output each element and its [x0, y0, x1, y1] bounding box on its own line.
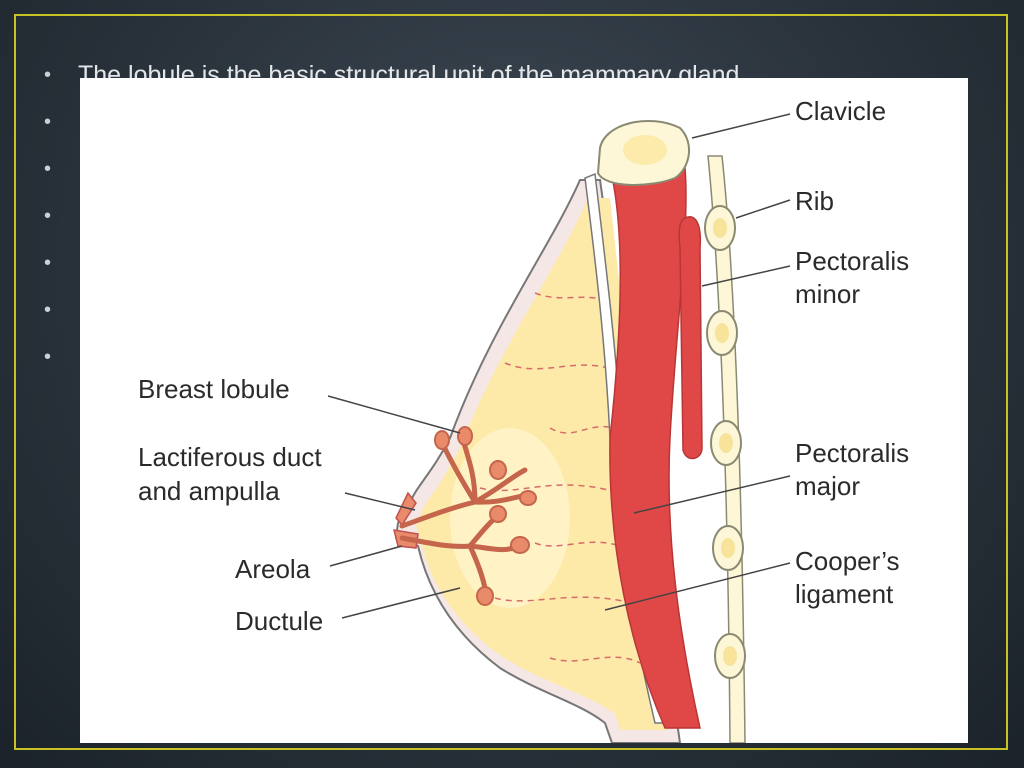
label-rib: Rib — [795, 186, 834, 216]
label-ductule: Ductule — [235, 606, 323, 636]
leader-ductule — [341, 587, 461, 619]
pectoralis-major-muscle — [609, 167, 701, 729]
lobule-6 — [510, 536, 530, 554]
label-pectoralis-major-line1: Pectoralis — [795, 438, 909, 468]
bullet-dot-icon: • — [44, 64, 52, 86]
label-coopers-ligament-line2: ligament — [795, 579, 894, 609]
label-pectoralis-minor-line2: minor — [795, 279, 860, 309]
anatomy-diagram: Clavicle Rib Pectoralis minor Pectoralis… — [138, 96, 909, 743]
rib-center — [713, 218, 727, 238]
leader-areola — [329, 545, 403, 567]
bullet-dot-icon: • — [44, 205, 52, 227]
rib-center — [719, 433, 733, 453]
leader-breast-lobule — [327, 395, 461, 434]
rib-center — [715, 323, 729, 343]
leader-pectoralis-major — [633, 475, 791, 514]
bullet-dot-icon: • — [44, 252, 52, 274]
pectoralis-minor-muscle — [678, 216, 703, 460]
lobule-2 — [457, 426, 473, 446]
lobule-5 — [489, 505, 507, 523]
rib-center — [723, 646, 737, 666]
bullet-item: • — [44, 287, 964, 334]
lobule-4 — [519, 490, 537, 506]
bullet-item: • — [44, 99, 964, 146]
bullet-item: • — [44, 334, 964, 381]
bullet-item: • — [44, 240, 964, 287]
slide-frame — [14, 14, 1008, 750]
lobule-3 — [489, 460, 507, 480]
label-coopers-ligament-line1: Cooper’s — [795, 546, 900, 576]
bullet-dot-icon: • — [44, 158, 52, 180]
label-lactiferous-duct-line2: and ampulla — [138, 476, 280, 506]
clavicle-highlight — [623, 135, 667, 165]
rib-center — [721, 538, 735, 558]
leader-rib — [735, 199, 791, 219]
leader-pectoralis-minor — [701, 265, 791, 287]
label-breast-lobule: Breast lobule — [138, 374, 290, 404]
leader-coopers-ligament — [604, 562, 791, 611]
label-areola: Areola — [235, 554, 311, 584]
label-pectoralis-minor-line1: Pectoralis — [795, 246, 909, 276]
bullet-item: • — [44, 193, 964, 240]
bullet-dot-icon: • — [44, 111, 52, 133]
leader-lactiferous-duct — [344, 492, 416, 511]
bullet-dot-icon: • — [44, 346, 52, 368]
label-clavicle: Clavicle — [795, 96, 886, 126]
breast-anatomy-figure: Clavicle Rib Pectoralis minor Pectoralis… — [80, 78, 968, 743]
label-lactiferous-duct-line1: Lactiferous duct — [138, 442, 322, 472]
tissue-highlight — [450, 428, 570, 608]
leader-lines — [327, 113, 791, 619]
lobule-7 — [476, 586, 494, 606]
bullet-dot-icon: • — [44, 299, 52, 321]
leader-clavicle — [691, 113, 791, 139]
label-pectoralis-major-line2: major — [795, 471, 860, 501]
lobule-1 — [434, 430, 450, 450]
bullet-item: • — [44, 146, 964, 193]
rib-centers — [713, 218, 737, 666]
lobules — [434, 426, 537, 606]
